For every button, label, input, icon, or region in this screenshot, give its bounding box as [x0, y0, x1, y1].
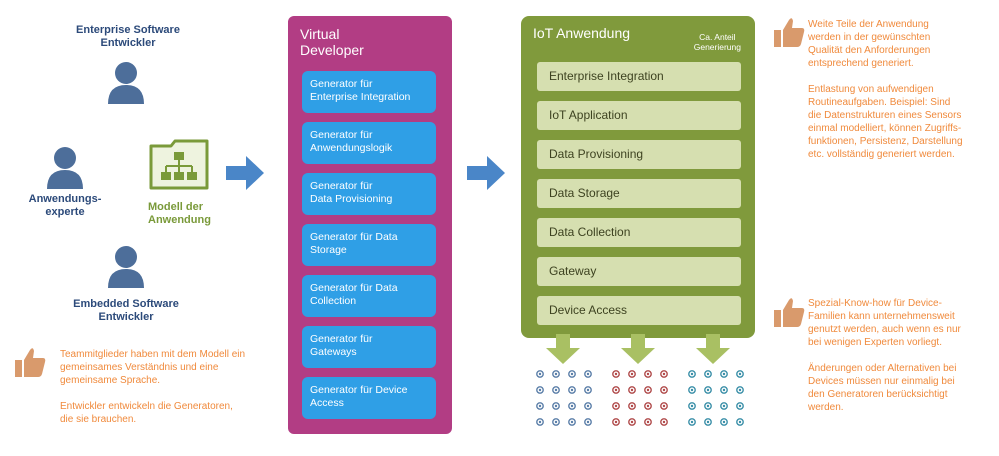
note-know-how: Spezial-Know-how für Device- Familien ka… — [808, 298, 961, 413]
generator-device-access: Generator für Device Access — [302, 377, 436, 419]
arrow-down-icon — [696, 334, 730, 364]
virtual-developer-panel: Virtual Developer Generator für Enterpri… — [288, 16, 452, 434]
generator-data-storage: Generator für Data Storage — [302, 224, 436, 266]
person-icon — [47, 147, 83, 189]
layer-data-collection: Data Collection — [537, 218, 741, 247]
arrow-right-icon — [467, 156, 505, 190]
role-enterprise-developer: Enterprise Software Entwickler — [76, 24, 180, 49]
arrow-down-icon — [546, 334, 580, 364]
thumbs-up-icon — [774, 18, 805, 47]
arrow-down-icon — [621, 334, 655, 364]
device-icon — [536, 370, 592, 426]
device-icon — [688, 370, 744, 426]
iot-application-panel: IoT Anwendung Ca. Anteil Generierung Ent… — [521, 16, 755, 338]
virtual-developer-title: Virtual Developer — [300, 26, 364, 58]
iot-title: IoT Anwendung — [533, 25, 631, 41]
folder-model-icon — [149, 139, 209, 190]
generator-data-collection: Generator für Data Collection — [302, 275, 436, 317]
generator-gateways: Generator für Gateways — [302, 326, 436, 368]
generator-enterprise-integration: Generator für Enterprise Integration — [302, 71, 436, 113]
person-icon — [108, 62, 144, 104]
layer-iot-application: IoT Application — [537, 101, 741, 130]
generator-application-logic: Generator für Anwendungslogik — [302, 122, 436, 164]
layer-gateway: Gateway — [537, 257, 741, 286]
arrow-right-icon — [226, 156, 264, 190]
model-label: Modell der Anwendung — [148, 201, 211, 226]
device-icon-grid — [536, 370, 744, 426]
generator-data-provisioning: Generator für Data Provisioning — [302, 173, 436, 215]
role-application-expert: Anwendungs- experte — [28, 193, 102, 218]
layer-data-provisioning: Data Provisioning — [537, 140, 741, 169]
layer-device-access: Device Access — [537, 296, 741, 325]
role-embedded-developer: Embedded Software Entwickler — [73, 298, 179, 323]
person-icon — [108, 246, 144, 288]
layer-data-storage: Data Storage — [537, 179, 741, 208]
note-generation: Weite Teile der Anwendung werden in der … — [808, 19, 963, 160]
generation-share-label: Ca. Anteil Generierung — [693, 32, 741, 52]
thumbs-up-icon — [774, 298, 805, 327]
layer-enterprise-integration: Enterprise Integration — [537, 62, 741, 91]
note-team: Teammitglieder haben mit dem Modell ein … — [60, 349, 246, 425]
thumbs-up-icon — [15, 348, 46, 377]
device-icon — [612, 370, 668, 426]
